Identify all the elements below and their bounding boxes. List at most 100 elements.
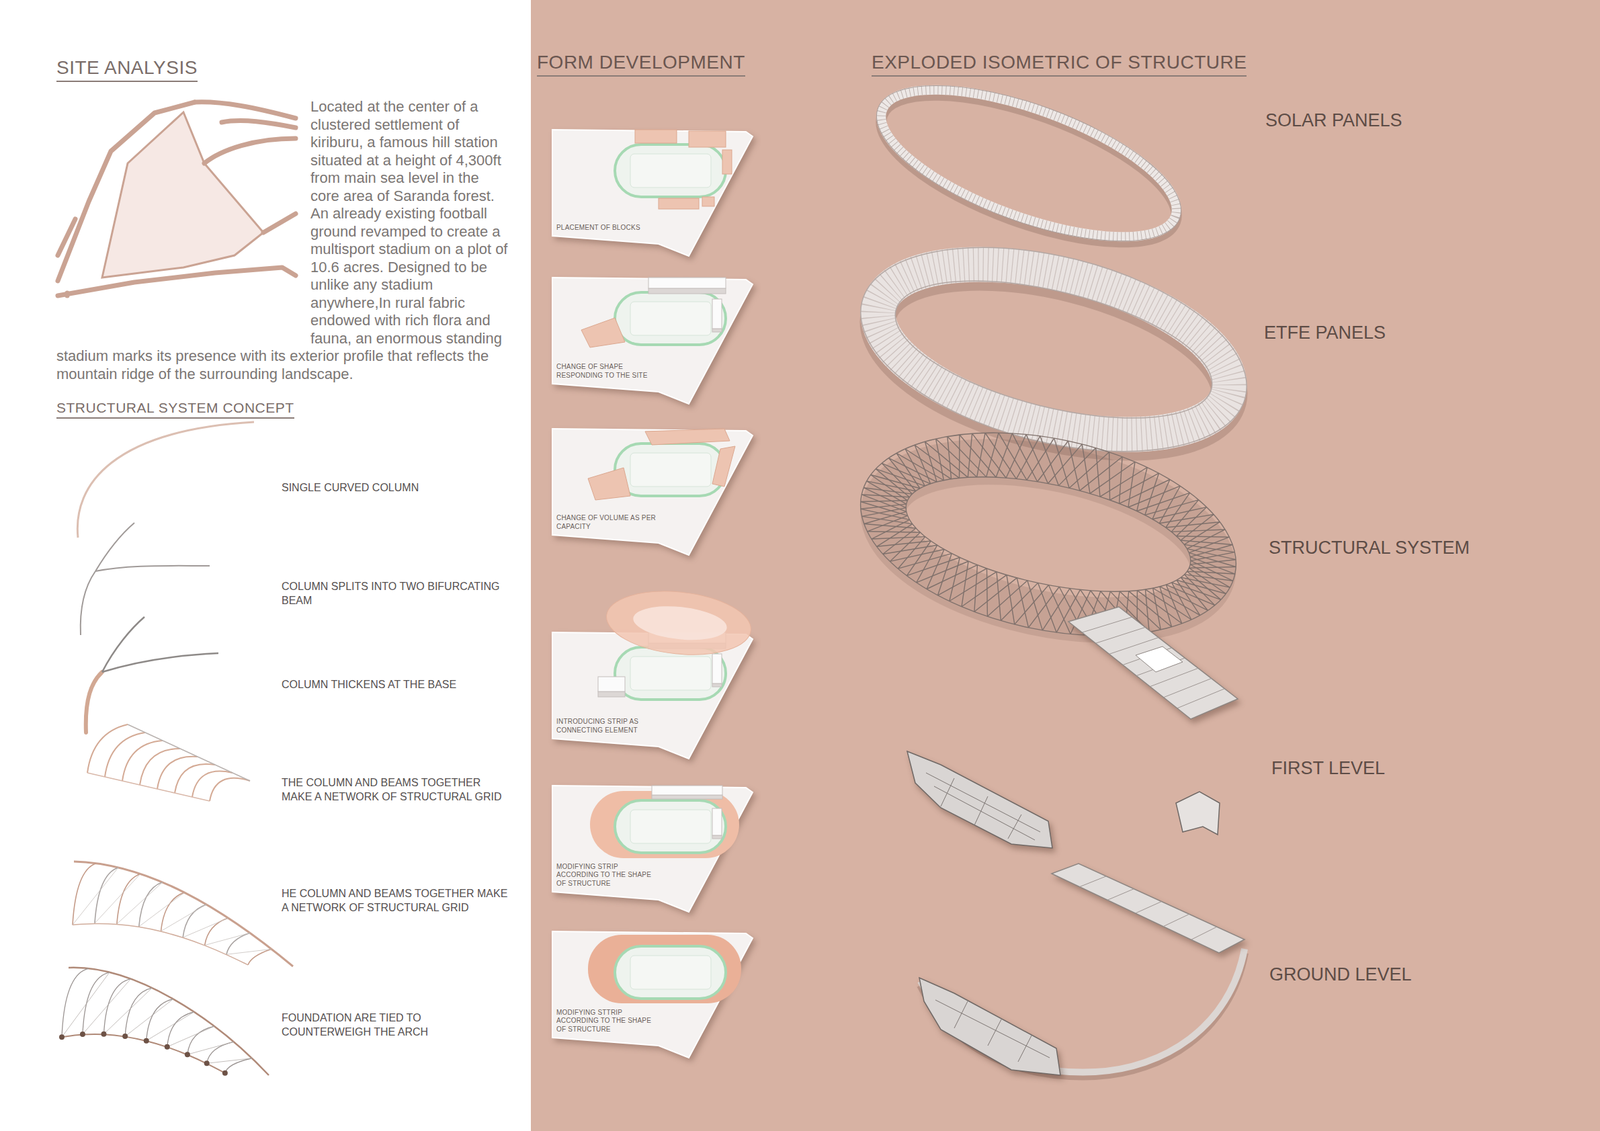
exploded-isometric	[839, 53, 1268, 1077]
seat-row	[1079, 876, 1107, 888]
column-branch	[95, 565, 210, 572]
block-side	[651, 794, 723, 799]
right-panel-ground	[530, 0, 1600, 1131]
grid-rib	[116, 873, 141, 924]
room-wall	[1018, 1035, 1032, 1062]
concept-label: THE COLUMN AND BEAMS TOGETHER MAKE A NET…	[281, 775, 511, 804]
grid-rib	[204, 917, 229, 946]
concept-label: COLUMN SPLITS INTO TWO BIFURCATING BEAM	[281, 579, 511, 608]
lattice-member	[1012, 433, 1037, 482]
sports-field	[630, 301, 711, 336]
column-branch	[102, 616, 145, 672]
label-slot: GROUND LEVEL	[1269, 963, 1412, 986]
lattice-member	[1137, 590, 1182, 624]
grid-spine	[127, 724, 250, 781]
lattice-member	[998, 432, 1027, 480]
lattice-member	[1171, 529, 1226, 532]
road	[221, 120, 296, 128]
lattice-member	[985, 432, 1017, 479]
layer-label: ETFE PANELS	[1264, 321, 1386, 344]
lattice-member	[1037, 440, 1069, 482]
lattice-member	[906, 540, 931, 576]
lattice-member	[1054, 438, 1070, 488]
grid-brace	[103, 987, 152, 1035]
road	[263, 213, 296, 233]
lattice-member	[882, 544, 938, 554]
sports-track	[614, 144, 726, 197]
label-slot: ETFE PANELS	[1264, 321, 1386, 344]
grid-rib	[139, 882, 163, 927]
room-wall	[974, 796, 988, 826]
column-branch	[95, 522, 135, 572]
lattice-member	[986, 568, 988, 617]
lattice-member	[1159, 514, 1214, 524]
lattice-member	[1152, 479, 1170, 520]
lattice-member	[897, 536, 925, 570]
ground-grandstand	[1051, 863, 1245, 953]
step-caption: MODIFYING STTRIP ACCORDING TO THE SHAPE …	[556, 1008, 659, 1035]
curved-column	[77, 422, 255, 538]
road	[65, 292, 70, 296]
grid-brace	[82, 979, 132, 1035]
seat-row	[1177, 688, 1226, 709]
lattice-member	[1145, 499, 1199, 516]
room-wall	[987, 1019, 1002, 1046]
concept-label: FOUNDATION ARE TIED TO COUNTERWEIGH THE …	[281, 1010, 511, 1039]
step-caption: INTRODUCING STRIP AS CONNECTING ELEMENT	[556, 717, 659, 735]
site-description: Located at the center of a clustered set…	[56, 98, 511, 384]
etfe-ribs	[860, 232, 1247, 466]
foundation-pad	[79, 1031, 86, 1037]
grid-base	[87, 772, 210, 802]
seat-row	[1135, 901, 1162, 914]
grid-brace	[124, 999, 174, 1037]
seating-volume	[581, 317, 625, 348]
ground-level-slab	[919, 977, 1061, 1076]
lattice-member	[1189, 567, 1237, 569]
sports-field	[630, 809, 711, 844]
lattice-member	[1159, 485, 1181, 523]
block-side	[598, 691, 625, 697]
room-wall	[1007, 814, 1022, 839]
section-heading: STRUCTURAL SYSTEM CONCEPT	[56, 399, 295, 419]
layer-label: FIRST LEVEL	[1271, 757, 1385, 779]
etfe-band	[860, 232, 1247, 466]
lattice-member	[864, 524, 916, 529]
first-level-slab	[907, 751, 1053, 849]
lattice-member	[958, 434, 961, 478]
label-slot: COLUMN SPLITS INTO TWO BIFURCATING BEAM	[281, 579, 511, 608]
connecting-strip	[590, 790, 740, 859]
block-top	[651, 785, 723, 795]
lattice-member	[1171, 499, 1199, 533]
grid-rib	[94, 867, 119, 924]
seat-row	[1163, 678, 1212, 698]
lattice-member	[926, 565, 978, 590]
lattice-member	[961, 561, 969, 607]
lattice-member	[896, 452, 944, 480]
site-plot	[552, 129, 753, 257]
block-side	[648, 288, 726, 294]
seating-block	[635, 129, 677, 144]
lattice-member	[1048, 585, 1071, 635]
seating-volume	[645, 428, 730, 445]
lattice-member	[1119, 479, 1170, 504]
lattice-member	[1028, 586, 1060, 628]
grid-rib	[167, 1012, 195, 1047]
column-branch	[102, 653, 219, 672]
panel-drawing	[551, 428, 756, 557]
road	[57, 219, 76, 256]
lattice-rim	[841, 401, 1256, 668]
grid-brace	[61, 972, 110, 1037]
grid-brace	[72, 867, 119, 925]
seating-block	[688, 131, 726, 148]
lattice-member	[1027, 580, 1043, 631]
column-trunk	[80, 571, 96, 636]
block-side	[712, 328, 722, 332]
grid-brace	[206, 1058, 252, 1064]
road	[57, 267, 296, 296]
grid-rib	[187, 1026, 215, 1055]
lattice-member	[1119, 456, 1123, 504]
grid-rib	[103, 979, 131, 1035]
form-step-panel: PLACEMENT OF BLOCKS	[551, 129, 756, 258]
floating-strip	[603, 584, 754, 662]
